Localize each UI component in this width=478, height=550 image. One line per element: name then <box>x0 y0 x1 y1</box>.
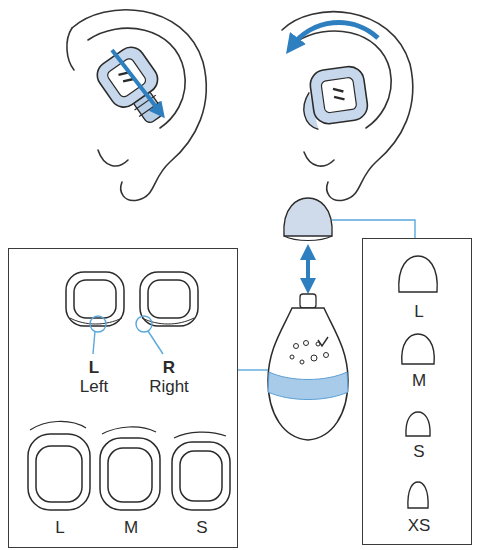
twist-arrow <box>292 23 378 46</box>
earbud-logo-plate <box>106 57 148 99</box>
ear-outline <box>72 10 206 201</box>
logo-mark <box>333 88 345 101</box>
leader-line <box>238 369 268 370</box>
ear-tip <box>406 412 430 436</box>
ear-drawing <box>282 12 413 201</box>
marker-circle <box>90 316 106 332</box>
ear-fold <box>304 152 334 166</box>
earbud-nozzle <box>300 294 316 308</box>
leader-line <box>148 331 163 354</box>
size-label: M <box>124 519 138 536</box>
size-label: Right <box>149 378 189 395</box>
side-label: L <box>89 359 99 376</box>
earbud-logo-plate <box>321 77 357 113</box>
ear-outline <box>282 12 413 201</box>
ear-tip-edge <box>284 236 332 241</box>
adapter-band <box>268 372 348 400</box>
earbud-body <box>268 308 348 440</box>
panel-box: LLeftRRightLMS <box>8 248 238 548</box>
size-label: L <box>55 519 64 536</box>
ear-tip <box>399 256 437 292</box>
ear-tip <box>402 334 435 364</box>
side-label: R <box>163 359 175 376</box>
ear-tip <box>284 198 332 236</box>
size-label: M <box>412 372 426 389</box>
ear-outline <box>67 28 74 70</box>
panel-box: L M S XS <box>362 238 472 545</box>
earbud-drawing <box>268 294 348 440</box>
earbud-drawing <box>299 65 370 131</box>
earbud-drawing <box>92 42 178 134</box>
ear-fold <box>98 150 128 166</box>
size-label: XS <box>408 517 431 534</box>
size-label: S <box>413 443 424 460</box>
earbud-body <box>308 65 369 126</box>
ear-fold <box>88 28 185 128</box>
leader-line <box>93 331 95 354</box>
ear-tip <box>408 482 428 508</box>
ear-drawing <box>67 10 206 201</box>
marker-circle <box>136 316 152 332</box>
insert-arrow <box>112 50 160 112</box>
double-arrow <box>306 252 310 286</box>
ear-adapter <box>28 421 90 510</box>
size-label: S <box>196 519 207 536</box>
leader-line <box>332 220 415 238</box>
earbud-body <box>92 42 163 113</box>
size-label: L <box>414 303 423 320</box>
sensor-dots <box>290 337 329 364</box>
size-label: Left <box>80 378 108 395</box>
ear-adapter <box>172 432 230 510</box>
ear-adapter <box>66 272 124 326</box>
ear-adapter <box>100 427 160 510</box>
